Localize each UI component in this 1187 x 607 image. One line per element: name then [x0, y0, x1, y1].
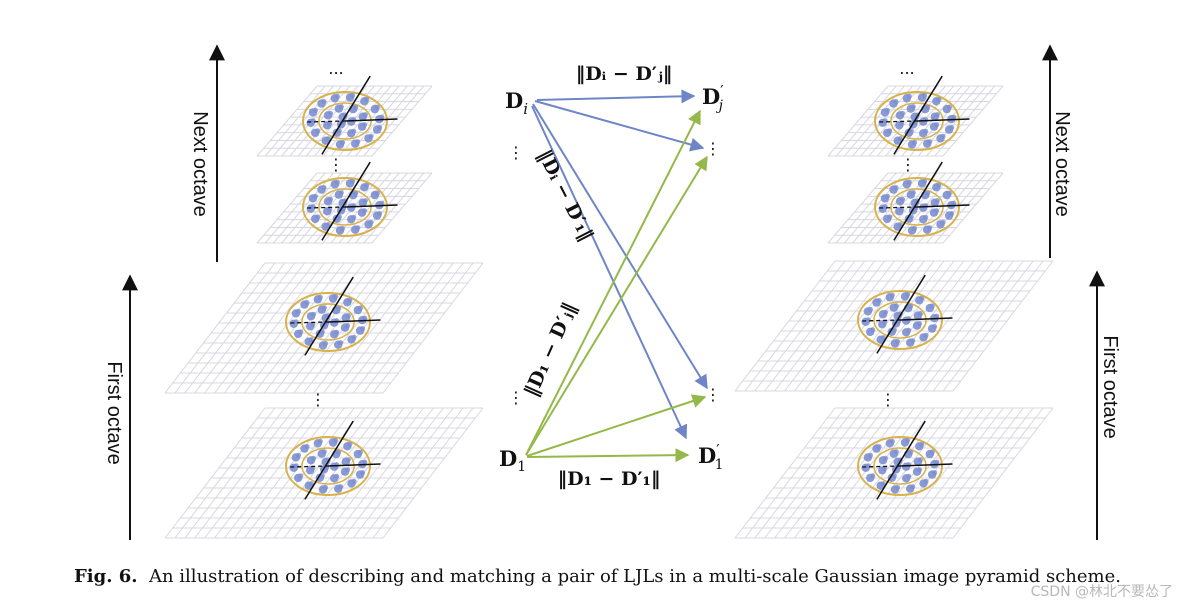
- dashed-line: [307, 206, 346, 209]
- orientation-line: [876, 274, 926, 354]
- region-ellipse: [285, 436, 371, 496]
- reference-line: [344, 118, 398, 122]
- region-ellipse: [285, 292, 371, 352]
- blue-match-arrows: [531, 89, 708, 440]
- dashed-line: [307, 120, 346, 123]
- norm-top: ‖Dᵢ − D′ⱼ‖: [576, 63, 673, 85]
- right-first-octave-plane-top: [734, 260, 1054, 392]
- reference-line: [899, 463, 953, 467]
- right-next-octave-label: Next octave: [1051, 111, 1073, 217]
- right-lower-descriptor-dots: ⋮: [705, 385, 721, 404]
- figure-caption: Fig. 6. An illustration of describing an…: [74, 566, 1174, 587]
- arrow-di-to-d1prime: [531, 105, 688, 440]
- reference-line: [327, 319, 381, 323]
- green-match-arrows: [525, 109, 708, 463]
- inner-ring: [318, 102, 372, 140]
- dashed-line: [879, 206, 918, 209]
- right-first-octave-label: First octave: [1099, 335, 1121, 438]
- left-first-octave-plane-top: [164, 262, 484, 394]
- descriptor-di: Di: [505, 88, 528, 118]
- orientation-line: [321, 161, 371, 241]
- left-upper-descriptor-dots: ⋮: [508, 143, 524, 162]
- reference-line: [327, 463, 381, 467]
- left-next-octave-label: Next octave: [189, 111, 211, 217]
- dashed-line: [290, 465, 329, 468]
- right-pyramid: [734, 75, 1054, 539]
- reference-line: [344, 204, 398, 208]
- orientation-line: [304, 276, 354, 356]
- orientation-line: [321, 75, 371, 155]
- left-first-octave-label: First octave: [103, 361, 125, 464]
- arrow-d1-to-dj: [525, 109, 701, 456]
- arrow-di-to-lower-dots: [532, 103, 708, 390]
- inner-ring: [890, 102, 944, 140]
- dashed-line: [290, 321, 329, 324]
- keypoint-blobs: [306, 92, 385, 149]
- dashed-line: [862, 465, 901, 468]
- descriptor-d1-prime: D′1: [698, 441, 724, 473]
- dashed-line: [879, 120, 918, 123]
- right-lower-vdots: ⋮: [880, 390, 896, 409]
- right-next-octave-plane-top: [827, 75, 1004, 157]
- region-ellipse: [874, 91, 960, 151]
- norm-bottom: ‖D₁ − D′₁‖: [558, 468, 661, 490]
- left-lower-descriptor-dots: ⋮: [508, 388, 524, 407]
- left-first-octave-plane-bottom: [164, 407, 484, 539]
- watermark: CSDN @林北不要怂了: [1030, 584, 1173, 600]
- norm-diag-green: ‖D₁ − D′ⱼ‖: [520, 299, 581, 400]
- right-upper-descriptor-dots: ⋮: [705, 139, 721, 158]
- caption-label: Fig. 6.: [74, 566, 138, 587]
- left-upper-vdots: ⋮: [328, 155, 344, 174]
- orientation-line: [876, 420, 926, 500]
- region-ellipse: [302, 177, 388, 237]
- dashed-line: [862, 319, 901, 322]
- descriptor-d1: D1: [499, 446, 526, 475]
- arrow-d1-to-lower-dots: [526, 394, 707, 457]
- inner-ring: [890, 188, 944, 226]
- keypoint-blobs: [289, 437, 368, 494]
- region-ellipse: [302, 91, 388, 151]
- region-ellipse: [857, 436, 943, 496]
- right-upper-vdots: ⋮: [900, 155, 916, 174]
- reference-line: [899, 317, 953, 321]
- inner-ring: [318, 188, 372, 226]
- keypoint-blobs: [861, 437, 940, 494]
- orientation-line: [304, 420, 354, 500]
- inner-ring: [301, 447, 355, 485]
- left-next-octave-plane-bottom: [256, 161, 433, 244]
- region-ellipse: [874, 177, 960, 237]
- left-next-octave-plane-top: [256, 75, 433, 157]
- keypoint-blobs: [878, 178, 957, 235]
- arrow-d1-to-d1prime: [526, 448, 690, 463]
- reference-line: [916, 118, 970, 122]
- orientation-line: [893, 161, 943, 241]
- arrow-di-to-upper-dots: [534, 100, 705, 152]
- inner-ring: [301, 303, 355, 341]
- left-lower-vdots: ⋮: [310, 390, 326, 409]
- right-top-ellipsis: ...: [899, 59, 914, 78]
- left-pyramid: [164, 75, 484, 539]
- right-first-octave-plane-bottom: [734, 407, 1054, 539]
- arrow-di-to-dj: [536, 89, 696, 104]
- reference-line: [916, 204, 970, 208]
- left-top-ellipsis: ...: [328, 59, 343, 78]
- inner-ring: [873, 301, 927, 339]
- inner-ring: [873, 447, 927, 485]
- right-next-octave-plane-bottom: [827, 161, 1004, 244]
- caption-text: An illustration of describing and matchi…: [148, 566, 1121, 587]
- arrow-d1-to-upper-dots: [525, 155, 708, 456]
- descriptor-dj-prime: D′j: [702, 82, 724, 114]
- keypoint-blobs: [861, 291, 940, 348]
- orientation-line: [893, 75, 943, 155]
- region-ellipse: [857, 290, 943, 350]
